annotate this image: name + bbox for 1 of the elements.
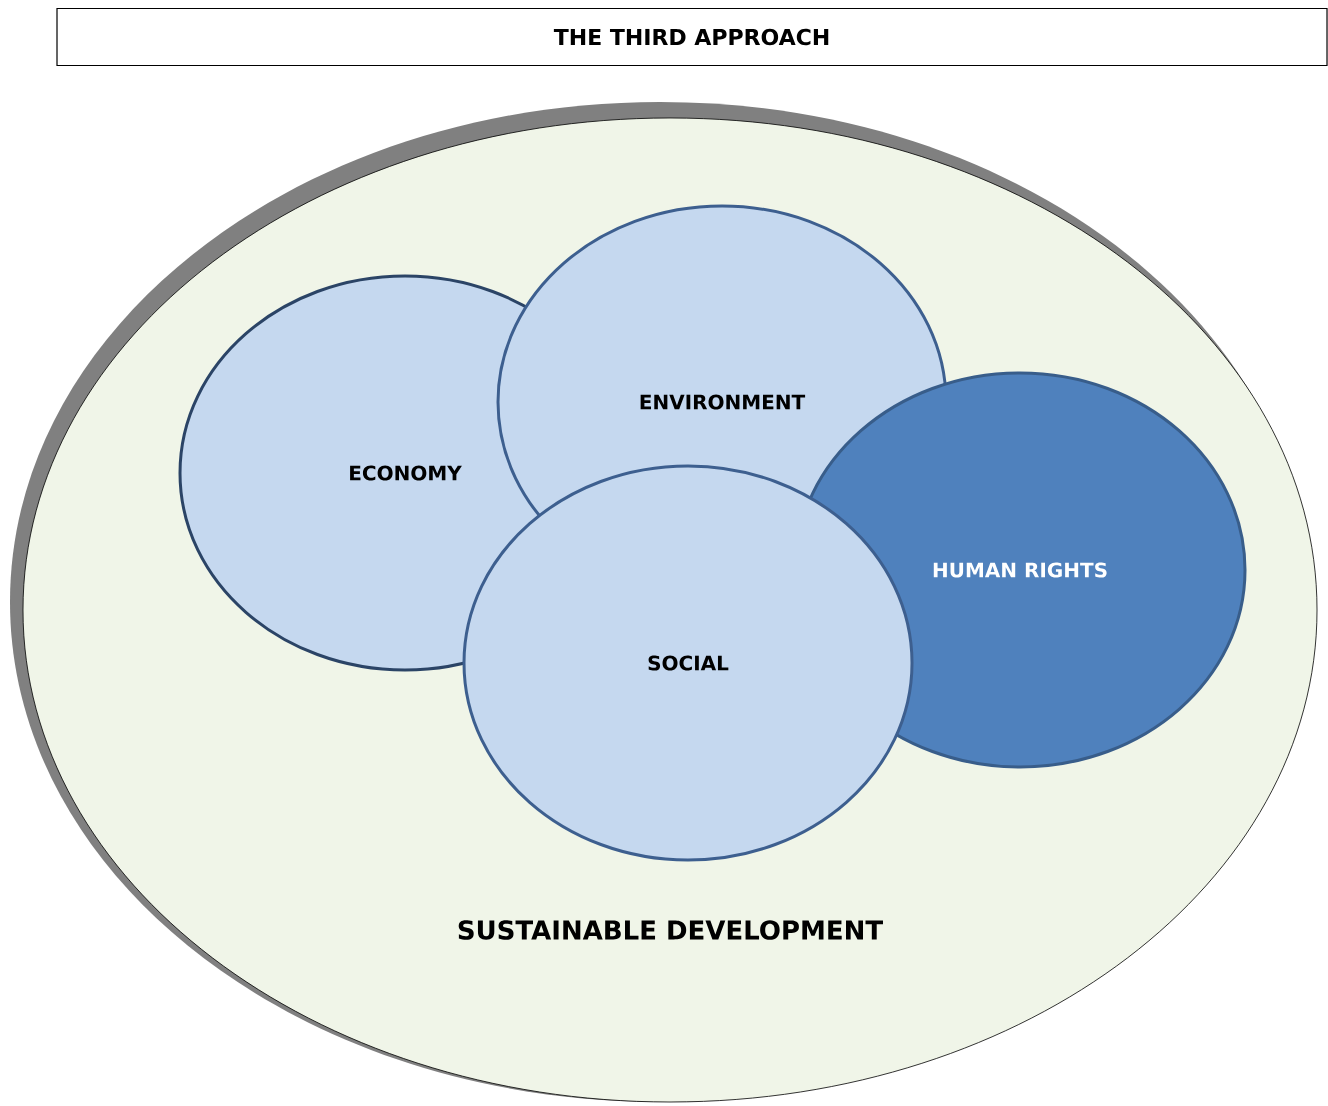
title-box: THE THIRD APPROACH xyxy=(56,7,1328,67)
